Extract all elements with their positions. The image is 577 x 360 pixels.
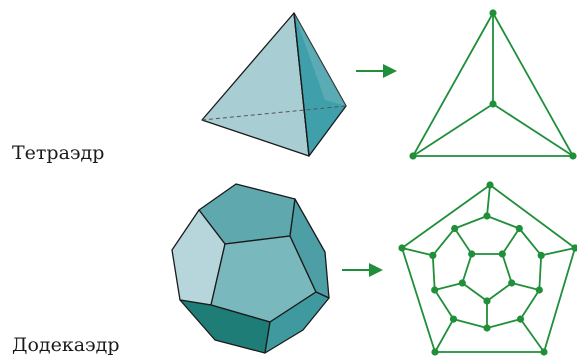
dodecahedron-graph-vertex (540, 348, 548, 356)
tetrahedron-graph-vertex (569, 152, 577, 160)
tetra-left-face (201, 12, 310, 157)
dodecahedron-graph-vertex (431, 348, 439, 356)
dodecahedron-graph-edge (431, 254, 436, 291)
dodecahedron-graph-edge (519, 289, 541, 321)
dodecahedron-graph-vertex (483, 324, 491, 332)
dodecahedron-graph-edge (501, 227, 521, 255)
tetrahedron-solid (201, 12, 347, 157)
dodecahedron-graph (398, 181, 577, 356)
dodecahedron-graph-edge (461, 282, 488, 302)
tetrahedron-graph-edge (492, 12, 574, 157)
dodecahedron-graph-edge (540, 247, 576, 257)
tetra-right-face-shade (294, 13, 346, 106)
dodecahedron-graph-vertex (498, 250, 506, 258)
dodecahedron-graph-edge (453, 215, 488, 230)
tetrahedron-graph-vertex (489, 100, 497, 108)
tetra-hidden-edge (201, 105, 347, 121)
dodecahedron-graph-edge (461, 253, 473, 284)
dodeca-bottom-right-face (264, 291, 330, 354)
dodecahedron-graph-edge (433, 282, 464, 291)
dodecahedron-graph-vertex (516, 315, 525, 323)
dodecahedron-graph-vertex (486, 181, 494, 189)
tetrahedron-graph-edge (412, 12, 494, 157)
dodecahedron-graph-vertex (483, 212, 491, 220)
dodecahedron-graph-vertex (483, 297, 491, 305)
dodecahedron-graph-vertex (451, 224, 459, 233)
dodecahedron-graph-vertex (429, 251, 437, 259)
dodecahedron-graph-edge (518, 227, 543, 257)
tetrahedron-graph-vertex (409, 152, 417, 160)
dodecahedron-graph-vertex (508, 279, 516, 287)
dodecahedron-graph-vertex (449, 315, 458, 323)
dodecahedron-graph-edge (538, 254, 543, 291)
dodecahedron-graph-edge (433, 289, 455, 321)
dodecahedron-graph-edge (501, 253, 513, 284)
dodecahedron-graph-edge (401, 247, 434, 257)
dodecahedron-graph-edge (486, 282, 513, 302)
dodecahedron-graph-vertex (571, 244, 577, 252)
dodecahedron-graph-vertex (431, 286, 439, 294)
dodecahedron-graph-edge (510, 282, 541, 291)
dodecahedron-graph-vertex (515, 224, 523, 233)
dodecahedron-graph-edge (543, 247, 576, 353)
tetrahedron-graph-edge (412, 103, 494, 157)
dodecahedron-graph-edge (489, 184, 576, 249)
dodecahedron-graph-edge (486, 318, 522, 329)
dodecahedron-label: Додекаэдр (12, 334, 120, 356)
dodecahedron-graph-vertex (398, 244, 406, 252)
dodecahedron-graph-edge (431, 227, 456, 257)
dodecahedron-graph-vertex (468, 250, 476, 258)
tetrahedron-graph-edge (492, 103, 574, 157)
dodecahedron-graph-edge (486, 184, 491, 217)
tetrahedron-graph-vertex (489, 9, 497, 17)
dodecahedron-graph-vertex (537, 251, 545, 259)
right-arrow-icon (356, 64, 397, 78)
dodecahedron-graph-edge (401, 184, 491, 249)
dodecahedron-graph-edge (453, 227, 473, 255)
dodecahedron-graph-edge (452, 318, 488, 329)
dodecahedron-graph-edge (486, 215, 521, 230)
dodecahedron-graph-vertex (535, 286, 543, 294)
dodecahedron-graph-edge (401, 247, 436, 353)
dodecahedron-solid (171, 183, 330, 354)
dodecahedron-graph-vertex (458, 279, 466, 287)
tetrahedron-label: Тетраэдр (12, 142, 104, 164)
right-arrow-icon (342, 263, 383, 277)
dodecahedron-graph-edge (434, 318, 455, 353)
tetra-front-edge (293, 12, 310, 157)
tetrahedron-graph (409, 9, 577, 160)
dodecahedron-graph-edge (519, 318, 545, 353)
